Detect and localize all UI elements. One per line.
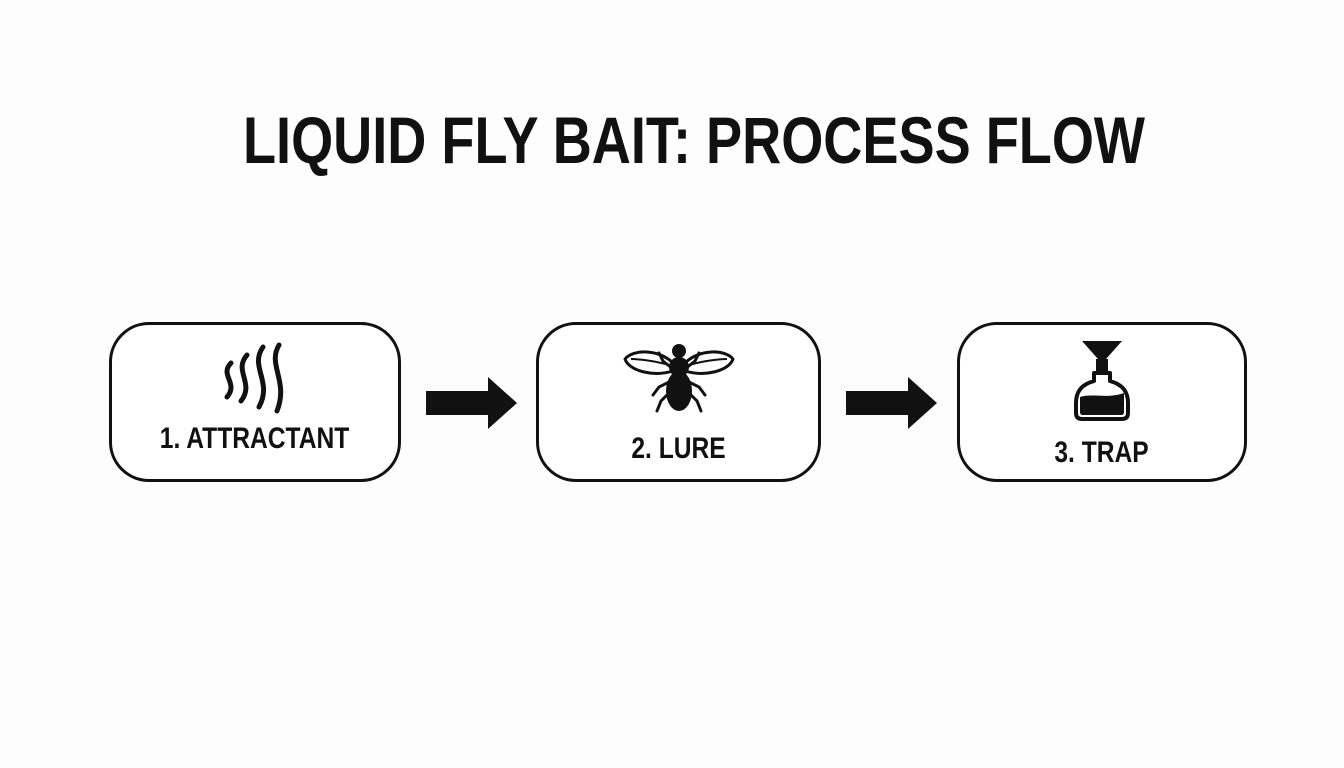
- bottle-trap-icon: [1074, 341, 1130, 421]
- step-label: 2. LURE: [631, 432, 726, 465]
- step-trap: 3. TRAP: [957, 322, 1247, 482]
- step-attractant: 1. ATTRACTANT: [109, 322, 401, 482]
- step-lure: 2. LURE: [536, 322, 821, 482]
- diagram-title: LIQUID FLY BAIT: PROCESS FLOW: [242, 103, 1146, 177]
- fly-icon: [623, 344, 734, 413]
- arrow-right-icon: [846, 377, 937, 429]
- step-label: 1. ATTRACTANT: [160, 422, 350, 455]
- scent-waves-icon: [224, 342, 284, 414]
- arrow-right-icon: [426, 377, 517, 429]
- step-label: 3. TRAP: [1054, 436, 1150, 469]
